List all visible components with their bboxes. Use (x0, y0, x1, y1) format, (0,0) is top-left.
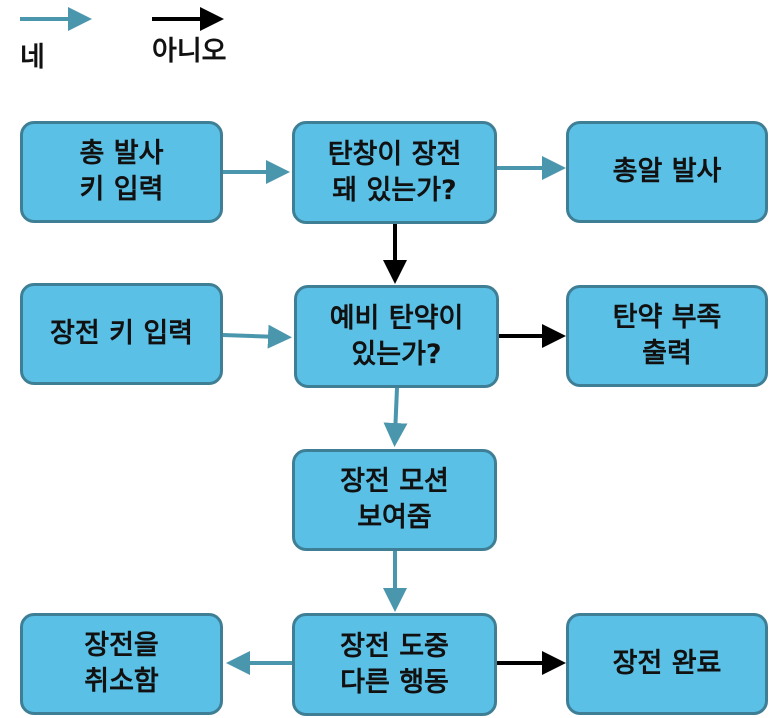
node-other-action-label: 장전 도중 다른 행동 (340, 630, 449, 698)
node-cancel-reload: 장전을 취소함 (20, 613, 223, 715)
node-show-reload-motion: 장전 모션 보여줌 (292, 449, 497, 551)
legend-no-label: 아니오 (152, 36, 227, 67)
node-fire-key-input-label: 총 발사 키 입력 (79, 138, 164, 205)
node-fire-bullet: 총알 발사 (566, 121, 768, 223)
arrow-spare-ammo-to-reload-motion (383, 387, 408, 447)
node-show-reload-motion-label: 장전 모션 보여줌 (340, 466, 449, 533)
legend-yes-label: 네 (20, 42, 45, 73)
node-magazine-loaded-label: 탄창이 장전 돼 있는가? (327, 138, 462, 206)
node-reload-key-input: 장전 키 입력 (20, 283, 223, 385)
node-reload-complete-label: 장전 완료 (612, 648, 722, 680)
arrow-reload-key-to-spare-ammo (222, 324, 292, 349)
node-spare-ammo: 예비 탄약이 있는가? (294, 285, 499, 388)
node-magazine-loaded: 탄창이 장전 돼 있는가? (292, 121, 497, 224)
node-ammo-shortage-label: 탄약 부족 출력 (612, 302, 722, 369)
node-ammo-shortage: 탄약 부족 출력 (566, 285, 768, 387)
node-cancel-reload-label: 장전을 취소함 (84, 630, 159, 697)
node-spare-ammo-label: 예비 탄약이 있는가? (329, 302, 464, 370)
node-fire-bullet-label: 총알 발사 (612, 156, 722, 188)
node-other-action: 장전 도중 다른 행동 (292, 613, 497, 716)
node-reload-complete: 장전 완료 (566, 613, 768, 715)
node-fire-key-input: 총 발사 키 입력 (20, 121, 223, 223)
node-reload-key-input-label: 장전 키 입력 (50, 318, 193, 350)
